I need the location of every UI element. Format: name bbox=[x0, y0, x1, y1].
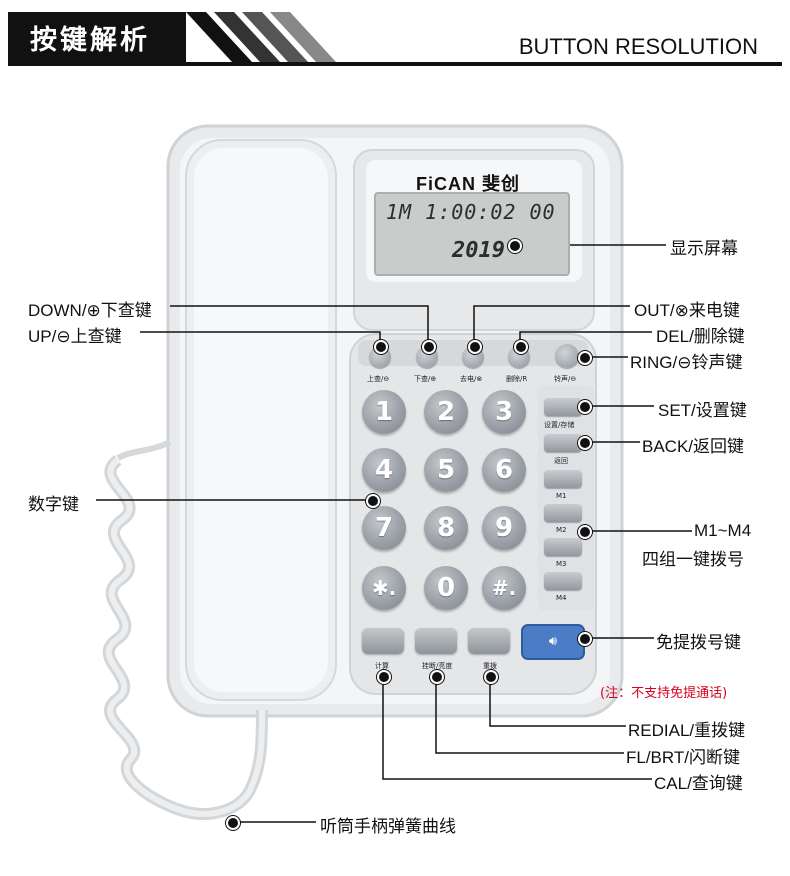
lcd-clock: 1M 1:00:02 00 bbox=[386, 200, 556, 224]
label-back: BACK/返回键 bbox=[642, 437, 745, 456]
key-0[interactable]: 0 bbox=[424, 566, 468, 610]
label-cal: CAL/查询键 bbox=[654, 774, 743, 793]
label-memory-1: M1~M4 bbox=[694, 521, 752, 540]
header-title-cn: 按键解析 bbox=[30, 25, 150, 56]
key-8[interactable]: 8 bbox=[424, 506, 468, 550]
lcd-screen: 1M 1:00:02 00 2019 bbox=[374, 192, 570, 276]
label-down: DOWN/⊕下查键 bbox=[28, 301, 152, 320]
callout-dot-del bbox=[514, 340, 528, 354]
callout-dot-down bbox=[422, 340, 436, 354]
cal-key-label: 计算 bbox=[375, 662, 389, 670]
m4-key[interactable] bbox=[544, 572, 582, 590]
key-9[interactable]: 9 bbox=[482, 506, 526, 550]
label-memory-2: 四组一键拨号 bbox=[642, 550, 744, 569]
label-handsfree: 免提拨号键 bbox=[656, 633, 741, 652]
callout-dot-out bbox=[468, 340, 482, 354]
callout-dot-set bbox=[578, 400, 592, 414]
m3-key[interactable] bbox=[544, 538, 582, 556]
m2-key-label: M2 bbox=[556, 526, 567, 534]
lcd-year: 2019 bbox=[452, 238, 505, 263]
key-3[interactable]: 3 bbox=[482, 390, 526, 434]
label-numeric: 数字键 bbox=[28, 495, 79, 514]
key-7[interactable]: 7 bbox=[362, 506, 406, 550]
label-up: UP/⊖上查键 bbox=[28, 327, 122, 346]
header-banner bbox=[8, 12, 186, 62]
ring-key-label: 铃声/⊖ bbox=[554, 375, 577, 383]
flash-key-label: 挂断/亮度 bbox=[422, 662, 453, 670]
header-rule bbox=[8, 62, 782, 66]
callout-dot-redial bbox=[484, 670, 498, 684]
label-cord: 听筒手柄弹簧曲线 bbox=[320, 817, 456, 836]
callout-dot-memory bbox=[578, 525, 592, 539]
key-4[interactable]: 4 bbox=[362, 448, 406, 492]
brand-logo: FiCAN 斐创 bbox=[416, 174, 520, 194]
set-key-label: 设置/存储 bbox=[544, 421, 575, 429]
m3-key-label: M3 bbox=[556, 560, 567, 568]
callout-dot-handsfree bbox=[578, 632, 592, 646]
m2-key[interactable] bbox=[544, 504, 582, 522]
key-5[interactable]: 5 bbox=[424, 448, 468, 492]
key-star[interactable]: ✱. bbox=[362, 566, 406, 610]
label-del: DEL/删除键 bbox=[656, 327, 745, 346]
callout-dot-flash bbox=[430, 670, 444, 684]
header-title-en: BUTTON RESOLUTION bbox=[518, 34, 758, 59]
label-note: (注：不支持免提通话) bbox=[600, 686, 728, 701]
back-key[interactable] bbox=[544, 434, 582, 452]
down-key-label: 下查/⊕ bbox=[414, 375, 437, 383]
callout-dot-display bbox=[508, 239, 522, 253]
label-redial: REDIAL/重拨键 bbox=[628, 721, 746, 740]
callout-dot-cord bbox=[226, 816, 240, 830]
key-6[interactable]: 6 bbox=[482, 448, 526, 492]
cal-key[interactable] bbox=[362, 628, 404, 654]
back-key-label: 返回 bbox=[554, 457, 568, 465]
speaker-icon: 🔊︎ bbox=[548, 634, 558, 649]
callout-dot-cal bbox=[377, 670, 391, 684]
ring-key[interactable] bbox=[555, 344, 579, 368]
m1-key[interactable] bbox=[544, 470, 582, 488]
del-key-label: 删除/R bbox=[506, 375, 528, 383]
label-ring: RING/⊖铃声键 bbox=[630, 353, 743, 372]
handsfree-key[interactable]: 🔊︎ bbox=[521, 624, 585, 660]
callout-dot-back bbox=[578, 436, 592, 450]
key-hash[interactable]: #. bbox=[482, 566, 526, 610]
callout-dot-ring bbox=[578, 351, 592, 365]
flash-key[interactable] bbox=[415, 628, 457, 654]
label-display: 显示屏幕 bbox=[670, 239, 738, 258]
label-set: SET/设置键 bbox=[658, 401, 747, 420]
key-2[interactable]: 2 bbox=[424, 390, 468, 434]
set-key[interactable] bbox=[544, 398, 582, 416]
callout-dot-numeric bbox=[366, 494, 380, 508]
label-flash: FL/BRT/闪断键 bbox=[626, 748, 740, 767]
redial-key[interactable] bbox=[468, 628, 510, 654]
out-key-label: 去电/⊗ bbox=[460, 375, 483, 383]
key-1[interactable]: 1 bbox=[362, 390, 406, 434]
up-key-label: 上查/⊖ bbox=[367, 375, 390, 383]
label-out: OUT/⊗来电键 bbox=[634, 301, 740, 320]
redial-key-label: 重拨 bbox=[483, 662, 497, 670]
m4-key-label: M4 bbox=[556, 594, 567, 602]
callout-dot-up bbox=[374, 340, 388, 354]
m1-key-label: M1 bbox=[556, 492, 567, 500]
